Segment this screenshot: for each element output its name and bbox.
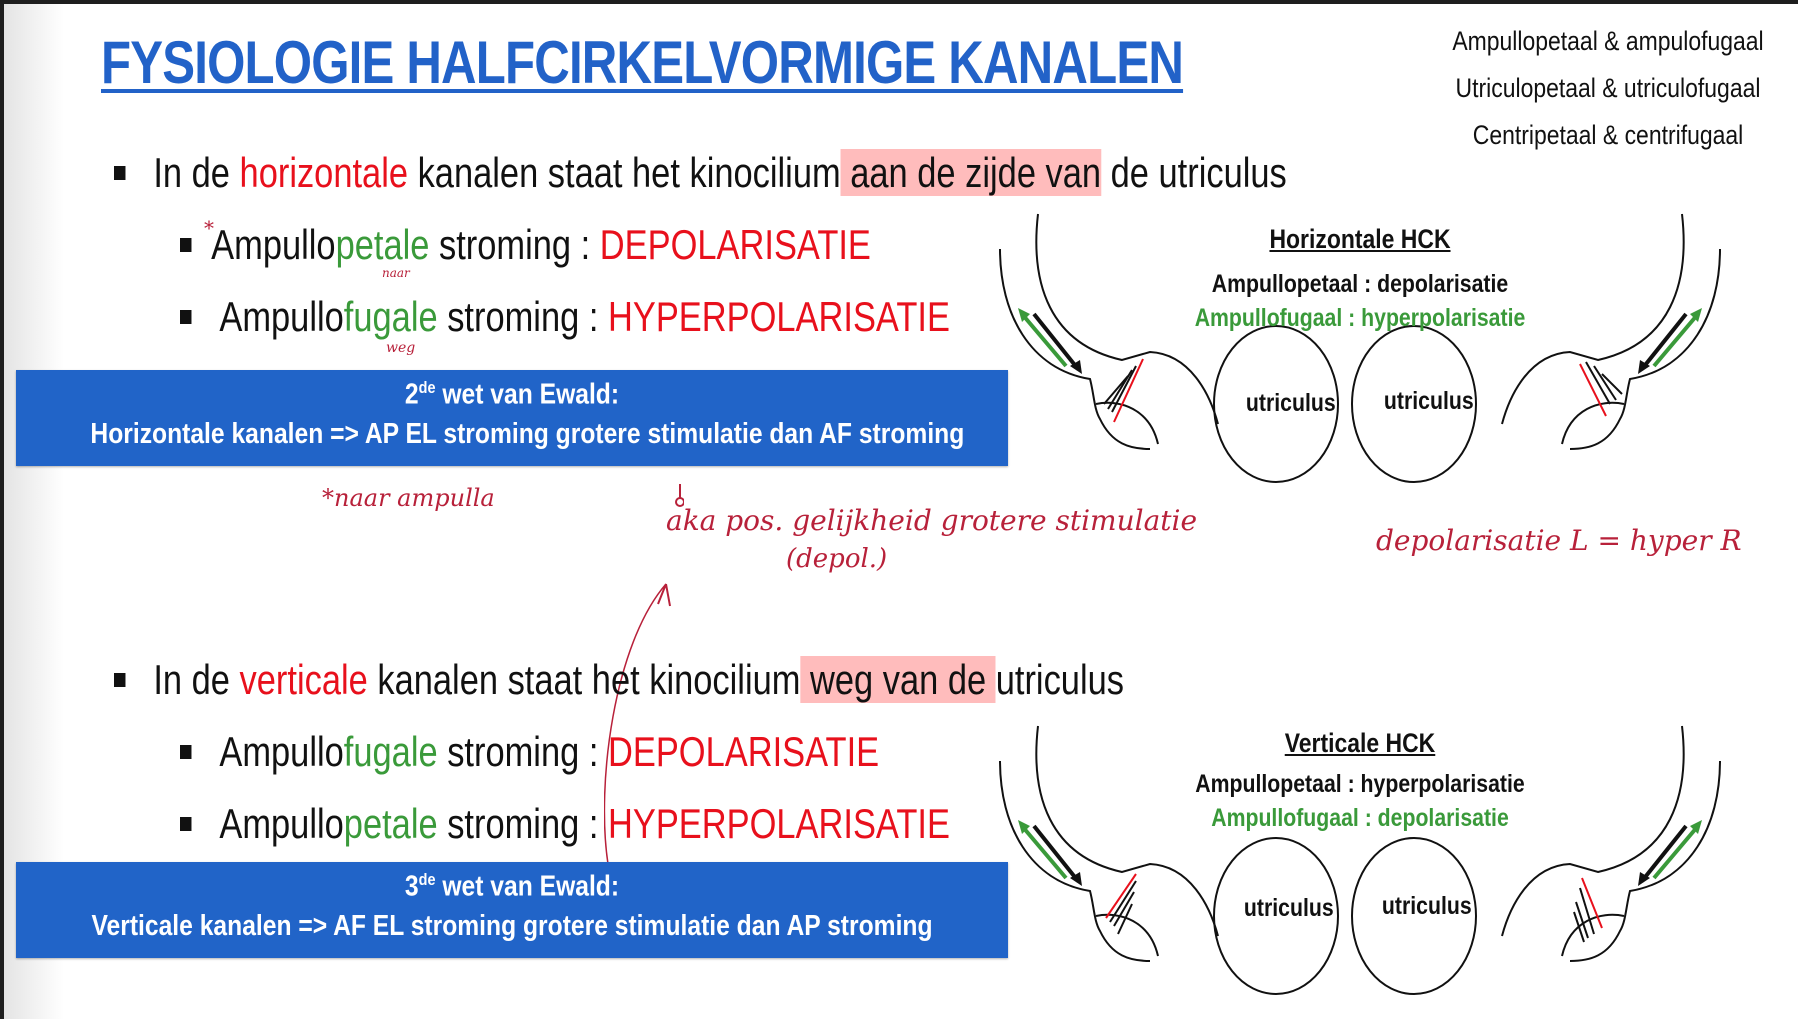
handwritten-depol-note: (depol.) (786, 544, 888, 574)
slide-title: FYSIOLOGIE HALFCIRKELVORMIGE KANALEN (101, 29, 1184, 96)
handwritten-naar: naar (382, 266, 410, 280)
diagram-line-ampullofugaal: Ampullofugaal : hyperpolarisatie (1194, 304, 1526, 332)
term-1: Ampullopetaal & ampulofugaal (1452, 26, 1764, 56)
utriculus-label-left: utriculus (1245, 389, 1336, 417)
diagram-title: Horizontale HCK (1269, 224, 1451, 254)
ewald-law-3-box: 3de wet van Ewald: Verticale kanalen => … (16, 862, 1008, 958)
utriculus-label-left: utriculus (1243, 894, 1334, 922)
horizontal-hck-diagram: Horizontale HCK Ampullopetaal : depolari… (990, 204, 1730, 504)
bullet-square-icon (180, 309, 192, 324)
terms-list: Ampullopetaal & ampulofugaal Utriculopet… (1422, 18, 1794, 159)
bullet-square-icon (180, 237, 192, 252)
bullet-square-icon (114, 165, 126, 180)
term-2: Utriculopetaal & utriculofugaal (1455, 73, 1761, 103)
canal-diagram-icon (999, 725, 1721, 995)
term-3: Centripetaal & centrifugaal (1472, 120, 1744, 150)
diagram-line-ampullopetaal: Ampullopetaal : depolarisatie (1211, 270, 1509, 298)
utriculus-label-right: utriculus (1381, 892, 1472, 920)
canal-diagram-icon (999, 213, 1721, 483)
highlight-text: weg van de (800, 656, 996, 703)
horizontal-sub-petale: Ampullopetale stroming : DEPOLARISATIE (180, 221, 871, 269)
horizontal-bullet: In de horizontale kanalen staat het kino… (114, 149, 1287, 197)
handwritten-aka-note: aka pos. gelijkheid grotere stimulatie (666, 504, 1198, 537)
handwritten-depol-equation: depolarisatie L = hyper R (1376, 524, 1742, 557)
vertical-bullet: In de verticale kanalen staat het kinoci… (114, 656, 1124, 704)
ewald-law-2-box: 2de wet van Ewald: Horizontale kanalen =… (16, 370, 1008, 466)
diagram-line-ampullofugaal: Ampullofugaal : depolarisatie (1211, 804, 1509, 832)
handwritten-star: * (204, 216, 214, 240)
keyword-verticale: verticale (239, 656, 368, 703)
law-2-heading: 2de wet van Ewald: (404, 378, 620, 411)
law-2-text: Horizontale kanalen => AP EL stroming gr… (90, 417, 965, 450)
horizontal-sub-fugale: Ampullofugale stroming : HYPERPOLARISATI… (180, 293, 950, 341)
utriculus-label-right: utriculus (1383, 387, 1474, 415)
diagram-line-ampullopetaal: Ampullopetaal : hyperpolarisatie (1195, 770, 1525, 798)
law-3-heading: 3de wet van Ewald: (404, 870, 620, 903)
bullet-square-icon (180, 744, 192, 759)
handwritten-weg: weg (386, 340, 416, 356)
diagram-title: Verticale HCK (1284, 728, 1436, 758)
law-3-text: Verticale kanalen => AF EL stroming grot… (91, 909, 933, 942)
slide-edge-shadow (4, 4, 64, 1019)
handwritten-naar-ampulla: *naar ampulla (322, 484, 495, 512)
vertical-sub-petale: Ampullopetale stroming : HYPERPOLARISATI… (180, 800, 950, 848)
keyword-horizontale: horizontale (239, 149, 409, 196)
bullet-square-icon (180, 816, 192, 831)
handwritten-arrow-icon (604, 484, 684, 864)
highlight-text: aan de zijde van (840, 149, 1102, 196)
vertical-sub-fugale: Ampullofugale stroming : DEPOLARISATIE (180, 728, 879, 776)
vertical-hck-diagram: Verticale HCK Ampullopetaal : hyperpolar… (990, 716, 1730, 1016)
slide: FYSIOLOGIE HALFCIRKELVORMIGE KANALEN Amp… (4, 4, 1798, 1019)
bullet-square-icon (114, 672, 126, 687)
